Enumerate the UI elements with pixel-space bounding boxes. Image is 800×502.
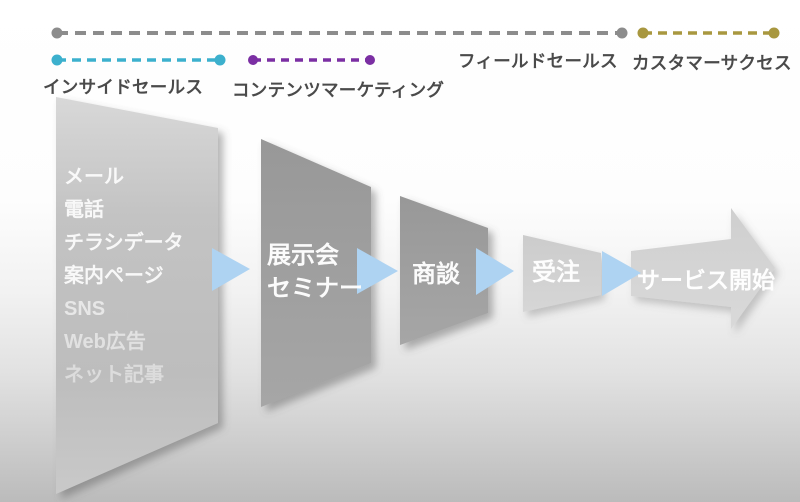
stage2-line-exhibition: 展示会 [267, 242, 339, 269]
inside-sales-line-start-dot [51, 54, 63, 66]
customer-success-line-start-dot [637, 27, 649, 39]
field-sales-label: フィールドセールス [458, 51, 618, 71]
customer-success-line-end-dot [768, 27, 780, 39]
stage1-item-mail: メール [64, 166, 124, 188]
connector-arrow-icon-2 [357, 248, 398, 294]
funnel-stage2-shape [261, 139, 371, 407]
stage4-label: 受注 [532, 259, 580, 286]
stage1-item-web-ads: Web広告 [64, 331, 146, 353]
content-marketing-line-end-dot [365, 55, 375, 65]
customer-success-label: カスタマーサクセス [632, 53, 792, 73]
connector-arrow-icon-1 [212, 248, 250, 291]
inside-sales-label: インサイドセールス [43, 77, 204, 97]
inside-sales-line-end-dot [214, 54, 226, 66]
stage1-item-flyer: チラシデータ [64, 232, 184, 254]
connector-arrow-icon-3 [476, 248, 514, 295]
stage1-item-sns: SNS [64, 298, 106, 320]
funnel-stage3-shape [400, 196, 488, 345]
service-start-label: サービス開始 [637, 267, 775, 293]
content-marketing-line-start-dot [248, 55, 258, 65]
service-start-arrow-shape [631, 208, 775, 329]
stage2-line-seminar: セミナー [267, 275, 363, 302]
stage1-item-phone: 電話 [64, 199, 104, 221]
stage3-label: 商談 [412, 261, 460, 288]
funnel-stage4-shape [523, 235, 601, 312]
stage1-item-guide-page: 案内ページ [64, 265, 164, 287]
field-sales-line-start-dot [51, 27, 63, 39]
field-sales-line-end-dot [616, 27, 628, 39]
stage1-item-net-articles: ネット記事 [64, 364, 164, 386]
content-marketing-label: コンテンツマーケティング [232, 80, 445, 100]
stage1-channel-list: メール 電話 チラシデータ 案内ページ SNS Web広告 ネット記事 [64, 166, 184, 386]
funnel-stage1-shape [56, 97, 218, 494]
connector-arrow-icon-4 [602, 251, 641, 296]
stage2-label: 展示会 セミナー [267, 243, 363, 302]
